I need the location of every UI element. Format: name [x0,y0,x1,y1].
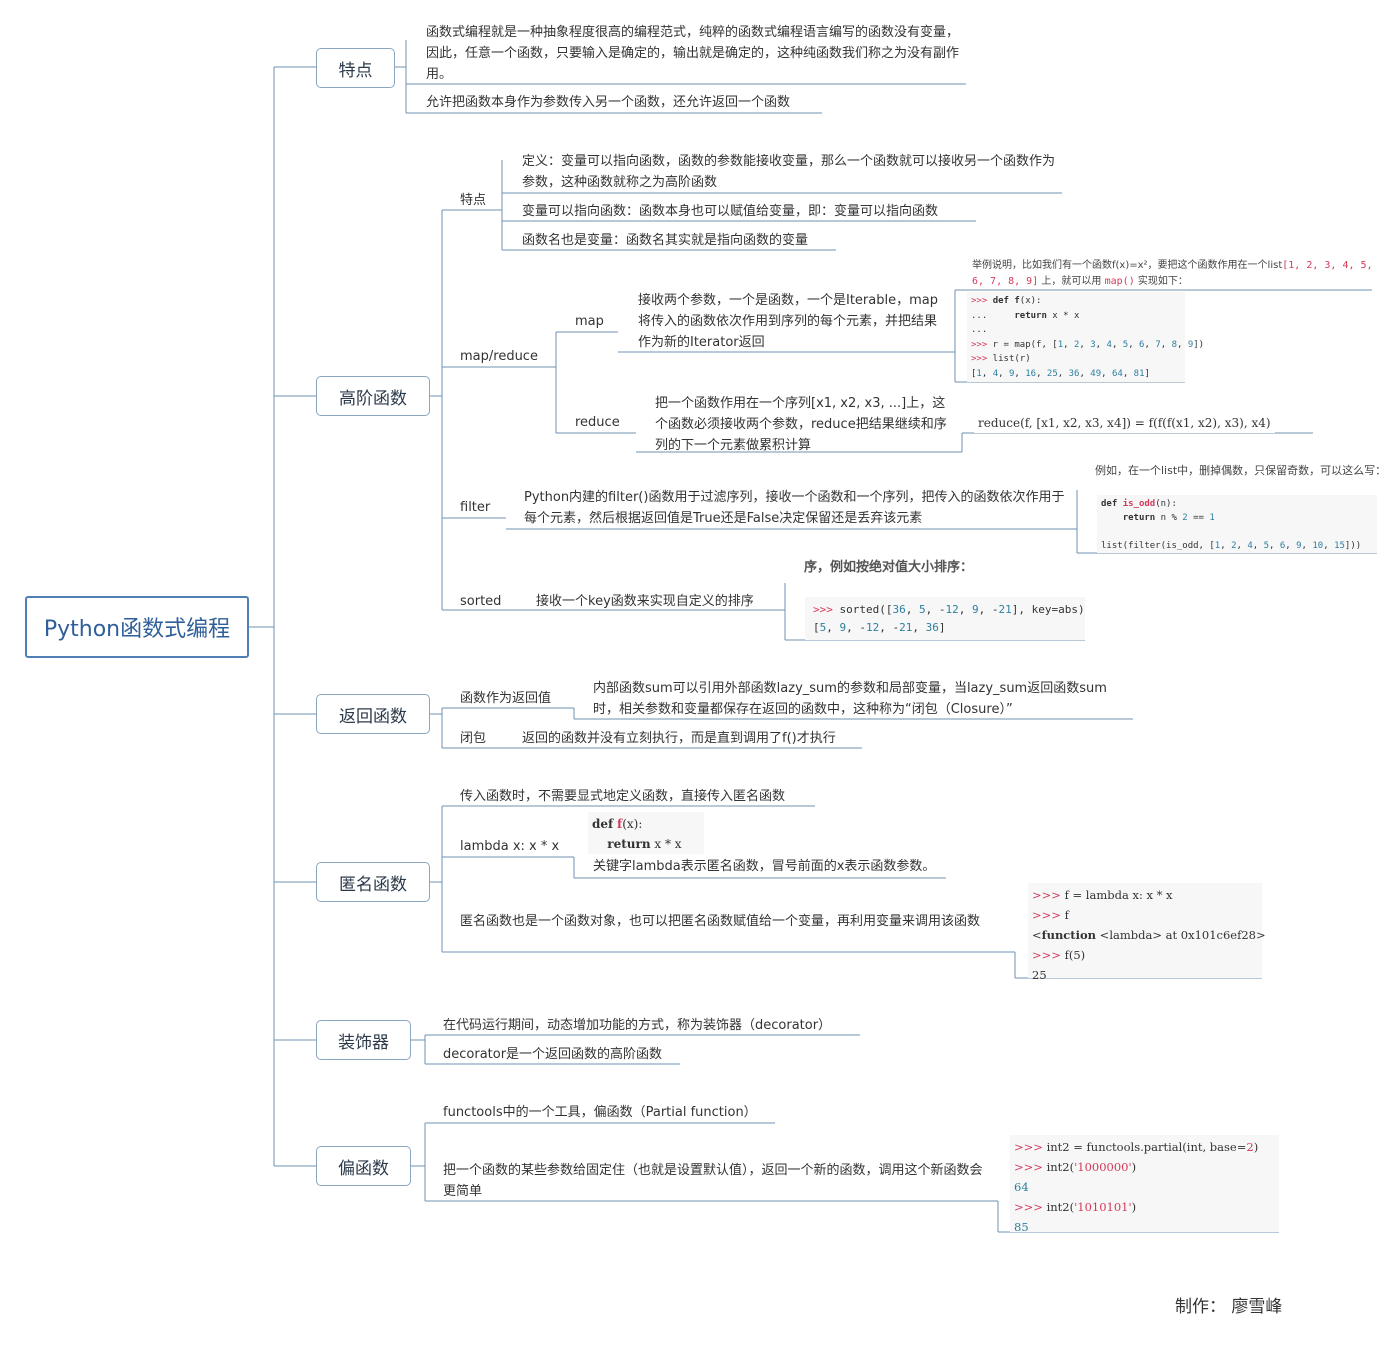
ho-features-item-1: 定义：变量可以指向函数，函数的参数能接收变量，那么一个函数就可以接收另一个函数作… [522,154,1056,190]
return-item-1-desc: 内部函数sum可以引用外部函数lazy_sum的参数和局部变量，当lazy_su… [593,681,1107,717]
mapreduce-label[interactable]: map/reduce [460,349,538,364]
filter-label[interactable]: filter [460,500,491,515]
map-note-map: map() [1104,276,1135,287]
return-item-1-label[interactable]: 函数作为返回值 [460,691,552,706]
node-anonymous[interactable]: 匿名函数 [316,862,430,902]
node-decorator-label: 装饰器 [338,1032,389,1053]
ho-features-item-3: 函数名也是变量：函数名其实就是指向函数的变量 [522,233,809,248]
node-features-label: 特点 [338,60,373,81]
node-features[interactable]: 特点 [316,48,395,88]
filter-note: 例如，在一个list中，删掉偶数，只保留奇数，可以这么写： [1095,464,1387,477]
filter-code: def is_odd(n): return n % 2 == 1 list(fi… [1097,495,1377,553]
lambda-label[interactable]: lambda x: x * x [460,839,560,854]
sorted-label[interactable]: sorted [460,594,502,609]
sorted-desc: 接收一个key函数来实现自定义的排序 [536,594,754,609]
reduce-label[interactable]: reduce [575,415,620,430]
return-item-2-label[interactable]: 闭包 [460,731,487,746]
anon-code: >>> f = lambda x: x * x >>> f <function … [1028,883,1266,982]
anon-item-3: 匿名函数也是一个函数对象，也可以把匿名函数赋值给一个变量，再利用变量来调用该函数 [460,914,981,929]
root-label: Python函数式编程 [43,617,231,642]
features-item-1: 函数式编程就是一种抽象程度很高的编程范式，纯粹的函数式编程语言编写的函数没有变量… [426,25,960,82]
decorator-item-1: 在代码运行期间，动态增加功能的方式，称为装饰器（decorator） [443,1018,832,1033]
node-return-function-label: 返回函数 [339,706,407,727]
map-desc: 接收两个参数，一个是函数，一个是Iterable，map将传入的函数依次作用到序… [638,293,938,350]
map-code: >>> def f(x): ... return x * x ... >>> r… [967,292,1204,382]
reduce-desc: 把一个函数作用在一个序列[x1, x2, x3, ...]上，这个函数必须接收两… [655,396,947,453]
partial-item-2: 把一个函数的某些参数给固定住（也就是设置默认值），返回一个新的函数，调用这个新函… [443,1163,983,1199]
map-note-text-3: 实现如下： [1137,276,1188,287]
map-note: 举例说明，比如我们有一个函数f(x)=x²，要把这个函数作用在一个list[1,… [972,258,1373,290]
node-partial[interactable]: 偏函数 [316,1146,411,1186]
node-decorator[interactable]: 装饰器 [316,1020,411,1060]
credit: 制作： 廖雪峰 [1175,1297,1283,1317]
map-note-list-b: 6, 7, 8, 9] [972,276,1039,287]
map-note-text-2: 上，就可以用 [1041,276,1102,287]
partial-code: >>> int2 = functools.partial(int, base=2… [1010,1135,1279,1234]
partial-item-1: functools中的一个工具，偏函数（Partial function） [443,1105,757,1120]
filter-desc: Python内建的filter()函数用于过滤序列，接收一个函数和一个序列，把传… [524,490,1065,526]
decorator-item-2: decorator是一个返回函数的高阶函数 [443,1047,663,1062]
return-item-2-desc: 返回的函数并没有立刻执行，而是直到调用了f()才执行 [522,731,836,746]
node-higher-order-label: 高阶函数 [339,388,407,409]
node-return-function[interactable]: 返回函数 [316,694,430,734]
root-node[interactable]: Python函数式编程 [25,596,249,658]
reduce-code: reduce(f, [x1, x2, x3, x4]) = f(f(f(x1, … [974,413,1275,433]
anon-item-1: 传入函数时，不需要显式地定义函数，直接传入匿名函数 [460,789,786,804]
map-note-text-1: 举例说明，比如我们有一个函数f(x)=x²，要把这个函数作用在一个list [972,260,1283,271]
map-note-list-a: [1, 2, 3, 4, 5, [1282,260,1373,271]
map-label[interactable]: map [575,314,604,329]
lambda-code: def f(x): return x * x [588,812,704,854]
sorted-note: 序，例如按绝对值大小排序： [804,560,974,575]
node-higher-order[interactable]: 高阶函数 [316,376,430,416]
ho-features-label[interactable]: 特点 [460,193,487,208]
sorted-code: >>> sorted([36, 5, -12, 9, -21], key=abs… [805,597,1085,640]
features-item-2: 允许把函数本身作为参数传入另一个函数，还允许返回一个函数 [426,95,791,110]
node-partial-label: 偏函数 [338,1158,389,1179]
ho-features-item-2: 变量可以指向函数：函数本身也可以赋值给变量，即：变量可以指向函数 [522,204,939,219]
lambda-desc: 关键字lambda表示匿名函数，冒号前面的x表示函数参数。 [593,859,936,874]
node-anonymous-label: 匿名函数 [339,874,407,895]
